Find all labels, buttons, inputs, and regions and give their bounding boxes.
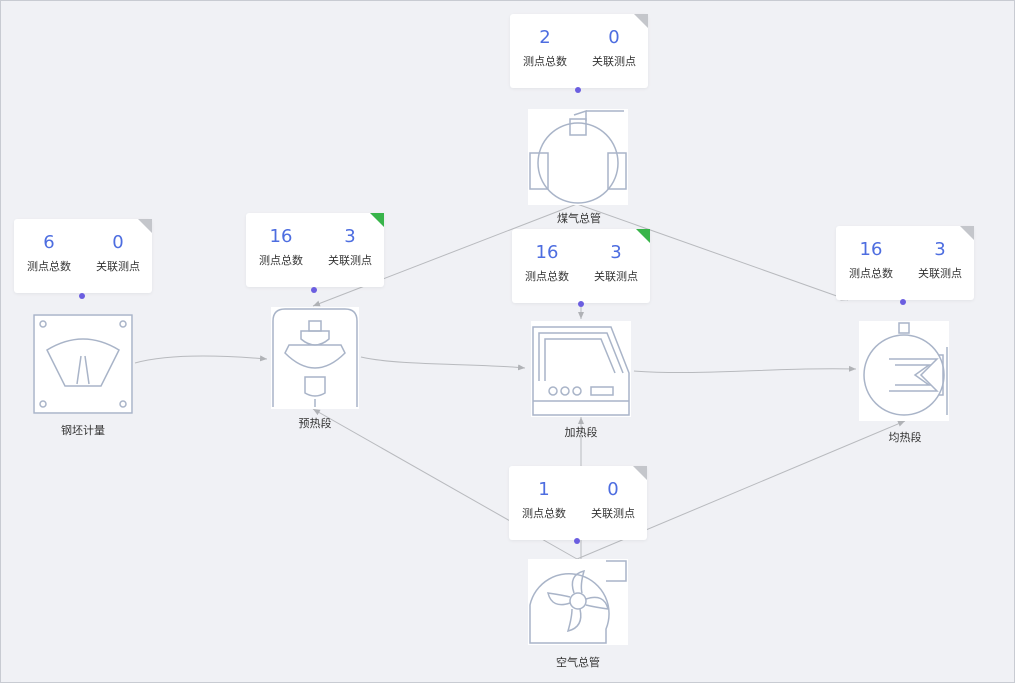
preheat-valve-icon: [272, 308, 358, 407]
total-points-label: 测点总数: [525, 270, 569, 283]
soaking-tank-icon: [863, 322, 948, 416]
node-jiare-name: 加热段: [564, 426, 598, 439]
total-points-value: 1: [538, 479, 550, 500]
node-gangpi-name: 钢坯计量: [61, 424, 105, 437]
node-yure-equipment[interactable]: [271, 307, 359, 409]
node-yure-name: 预热段: [298, 417, 332, 430]
linked-points-value: 3: [344, 226, 356, 247]
heating-furnace-icon: [532, 326, 630, 416]
node-gangpi-equipment[interactable]: [33, 314, 133, 414]
node-meiqi-equipment[interactable]: [528, 109, 628, 205]
status-badge: [370, 213, 384, 227]
total-points-value: 16: [859, 239, 883, 260]
status-badge: [960, 226, 974, 240]
scale-meter-icon: [33, 314, 133, 414]
linked-points-value: 0: [607, 479, 619, 500]
connection-port[interactable]: [79, 293, 85, 299]
linked-points-label: 关联测点: [591, 507, 635, 520]
node-kongqi-equipment[interactable]: [528, 559, 628, 645]
total-points-value: 16: [269, 226, 293, 247]
linked-points-value: 3: [934, 239, 946, 260]
total-points-label: 测点总数: [523, 55, 567, 68]
connection-port[interactable]: [574, 538, 580, 544]
total-points-label: 测点总数: [849, 267, 893, 280]
node-junre-equipment[interactable]: [859, 321, 949, 421]
total-points-value: 2: [539, 27, 551, 48]
node-card-meiqi[interactable]: 2 测点总数 0 关联测点: [510, 14, 648, 88]
node-card-gangpi[interactable]: 6 测点总数 0 关联测点: [14, 219, 152, 293]
status-badge: [636, 229, 650, 243]
connection-port[interactable]: [578, 301, 584, 307]
linked-points-label: 关联测点: [594, 270, 638, 283]
linked-points-label: 关联测点: [592, 55, 636, 68]
node-card-yure[interactable]: 16 测点总数 3 关联测点: [246, 213, 384, 287]
link-meiqi-yure: [312, 203, 578, 307]
connection-port[interactable]: [311, 287, 317, 293]
connection-port[interactable]: [900, 299, 906, 305]
node-jiare-equipment[interactable]: [531, 321, 631, 417]
node-card-kongqi[interactable]: 1 测点总数 0 关联测点: [509, 466, 647, 540]
link-yure-jiare: [360, 356, 526, 371]
status-badge: [138, 219, 152, 233]
link-gangpi-yure: [134, 355, 268, 364]
node-card-jiare[interactable]: 16 测点总数 3 关联测点: [512, 229, 650, 303]
total-points-label: 测点总数: [27, 260, 71, 273]
linked-points-value: 0: [608, 27, 620, 48]
node-junre-name: 均热段: [888, 431, 922, 444]
linked-points-label: 关联测点: [918, 267, 962, 280]
linked-points-value: 0: [112, 232, 124, 253]
gas-valve-icon: [529, 109, 627, 204]
node-card-junre[interactable]: 16 测点总数 3 关联测点: [836, 226, 974, 300]
status-badge: [633, 466, 647, 480]
link-jiare-junre: [633, 365, 857, 374]
total-points-value: 16: [535, 242, 559, 263]
total-points-value: 6: [43, 232, 55, 253]
linked-points-label: 关联测点: [328, 254, 372, 267]
node-meiqi-name: 煤气总管: [557, 212, 601, 225]
fan-blower-icon: [529, 560, 627, 644]
node-kongqi-name: 空气总管: [556, 656, 600, 669]
connection-port[interactable]: [575, 87, 581, 93]
linked-points-value: 3: [610, 242, 622, 263]
linked-points-label: 关联测点: [96, 260, 140, 273]
total-points-label: 测点总数: [259, 254, 303, 267]
status-badge: [634, 14, 648, 28]
total-points-label: 测点总数: [522, 507, 566, 520]
link-meiqi-junre: [576, 203, 849, 301]
